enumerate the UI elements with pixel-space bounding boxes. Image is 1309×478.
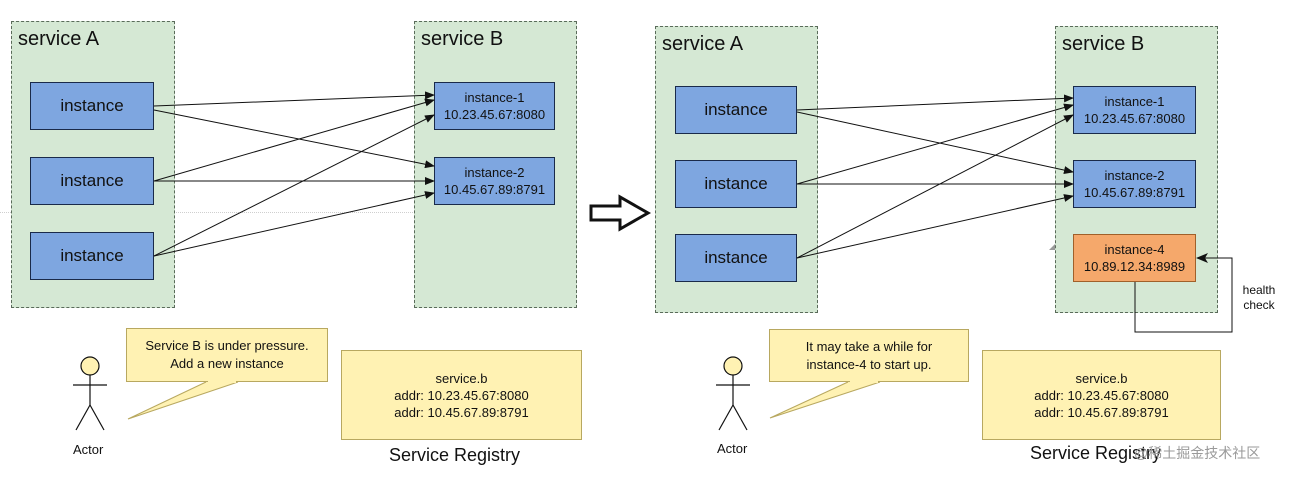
instance-name: instance-2 bbox=[1104, 168, 1165, 183]
arrow bbox=[796, 114, 1074, 259]
right-service-b-title: service B bbox=[1062, 33, 1145, 55]
right-service-a-instance-1[interactable]: instance bbox=[675, 86, 797, 134]
background-guide-line bbox=[0, 212, 415, 213]
left-speech-note: Service B is under pressure. Add a new i… bbox=[126, 328, 328, 382]
health-check-line-2: check bbox=[1243, 298, 1275, 312]
left-connection-arrows bbox=[153, 91, 435, 257]
right-service-registry-label: Service Registry bbox=[1030, 443, 1162, 463]
right-speech-tail bbox=[769, 381, 881, 419]
instance-name: instance-1 bbox=[1104, 94, 1165, 109]
registry-addr-1: addr: 10.23.45.67:8080 bbox=[394, 387, 529, 403]
health-check-connector bbox=[1134, 253, 1233, 333]
instance-addr: 10.23.45.67:8080 bbox=[443, 107, 546, 122]
left-service-a-instance-3[interactable]: instance bbox=[30, 232, 154, 280]
right-actor-label: Actor bbox=[717, 441, 748, 456]
left-actor-icon bbox=[73, 356, 107, 431]
arrow bbox=[796, 103, 1074, 185]
left-service-b-instance-2[interactable]: instance-2 10.45.67.89:8791 bbox=[434, 157, 555, 205]
left-service-a-instance-1[interactable]: instance bbox=[30, 82, 154, 130]
registry-service-name: service.b bbox=[1075, 370, 1128, 386]
left-service-registry-box: service.b addr: 10.23.45.67:8080 addr: 1… bbox=[341, 350, 582, 440]
right-service-b-instance-4-new[interactable]: instance-4 10.89.12.34:8989 bbox=[1073, 234, 1196, 282]
arrow bbox=[153, 114, 435, 257]
right-actor-icon bbox=[716, 356, 750, 431]
transition-arrow-icon bbox=[589, 194, 652, 232]
right-connection-arrows bbox=[796, 94, 1074, 259]
note-line-2: instance-4 to start up. bbox=[806, 356, 932, 372]
right-service-registry-box: service.b addr: 10.23.45.67:8080 addr: 1… bbox=[982, 350, 1221, 440]
left-actor-label: Actor bbox=[73, 442, 104, 457]
registry-addr-2: addr: 10.45.67.89:8791 bbox=[394, 404, 529, 420]
health-check-label: health check bbox=[1236, 283, 1282, 313]
instance-addr: 10.45.67.89:8791 bbox=[443, 182, 546, 197]
arrow bbox=[153, 98, 435, 182]
arrow bbox=[796, 194, 1074, 259]
instance-addr: 10.89.12.34:8989 bbox=[1083, 259, 1186, 274]
left-service-b-instance-1[interactable]: instance-1 10.23.45.67:8080 bbox=[434, 82, 555, 130]
right-service-a-title: service A bbox=[662, 33, 744, 55]
instance-addr: 10.45.67.89:8791 bbox=[1083, 185, 1186, 200]
cursor-mark-icon bbox=[1049, 244, 1055, 250]
note-line-1: It may take a while for bbox=[805, 338, 933, 354]
arrow bbox=[796, 94, 1074, 111]
arrow bbox=[153, 109, 435, 169]
arrow bbox=[153, 191, 435, 257]
watermark: @稀土掘金技术社区 bbox=[1134, 445, 1261, 461]
arrow bbox=[796, 111, 1074, 174]
left-service-registry-label: Service Registry bbox=[389, 445, 521, 465]
right-speech-note: It may take a while for instance-4 to st… bbox=[769, 329, 969, 382]
registry-addr-1: addr: 10.23.45.67:8080 bbox=[1034, 387, 1169, 403]
left-service-b-title: service B bbox=[421, 28, 504, 50]
registry-service-name: service.b bbox=[435, 370, 488, 386]
left-service-a-title: service A bbox=[18, 28, 100, 50]
right-service-b-instance-2[interactable]: instance-2 10.45.67.89:8791 bbox=[1073, 160, 1196, 208]
instance-name: instance-4 bbox=[1104, 242, 1165, 257]
left-service-a-instance-2[interactable]: instance bbox=[30, 157, 154, 205]
right-service-a-instance-3[interactable]: instance bbox=[675, 234, 797, 282]
note-line-1: Service B is under pressure. bbox=[145, 338, 309, 353]
arrow bbox=[153, 91, 435, 107]
right-service-b-instance-1[interactable]: instance-1 10.23.45.67:8080 bbox=[1073, 86, 1196, 134]
instance-name: instance-2 bbox=[464, 165, 525, 180]
instance-name: instance-1 bbox=[464, 90, 525, 105]
registry-addr-2: addr: 10.45.67.89:8791 bbox=[1034, 404, 1169, 420]
note-line-2: Add a new instance bbox=[170, 356, 284, 371]
left-speech-tail bbox=[127, 381, 239, 420]
health-check-line-1: health bbox=[1242, 283, 1276, 297]
right-service-a-instance-2[interactable]: instance bbox=[675, 160, 797, 208]
instance-addr: 10.23.45.67:8080 bbox=[1083, 111, 1186, 126]
